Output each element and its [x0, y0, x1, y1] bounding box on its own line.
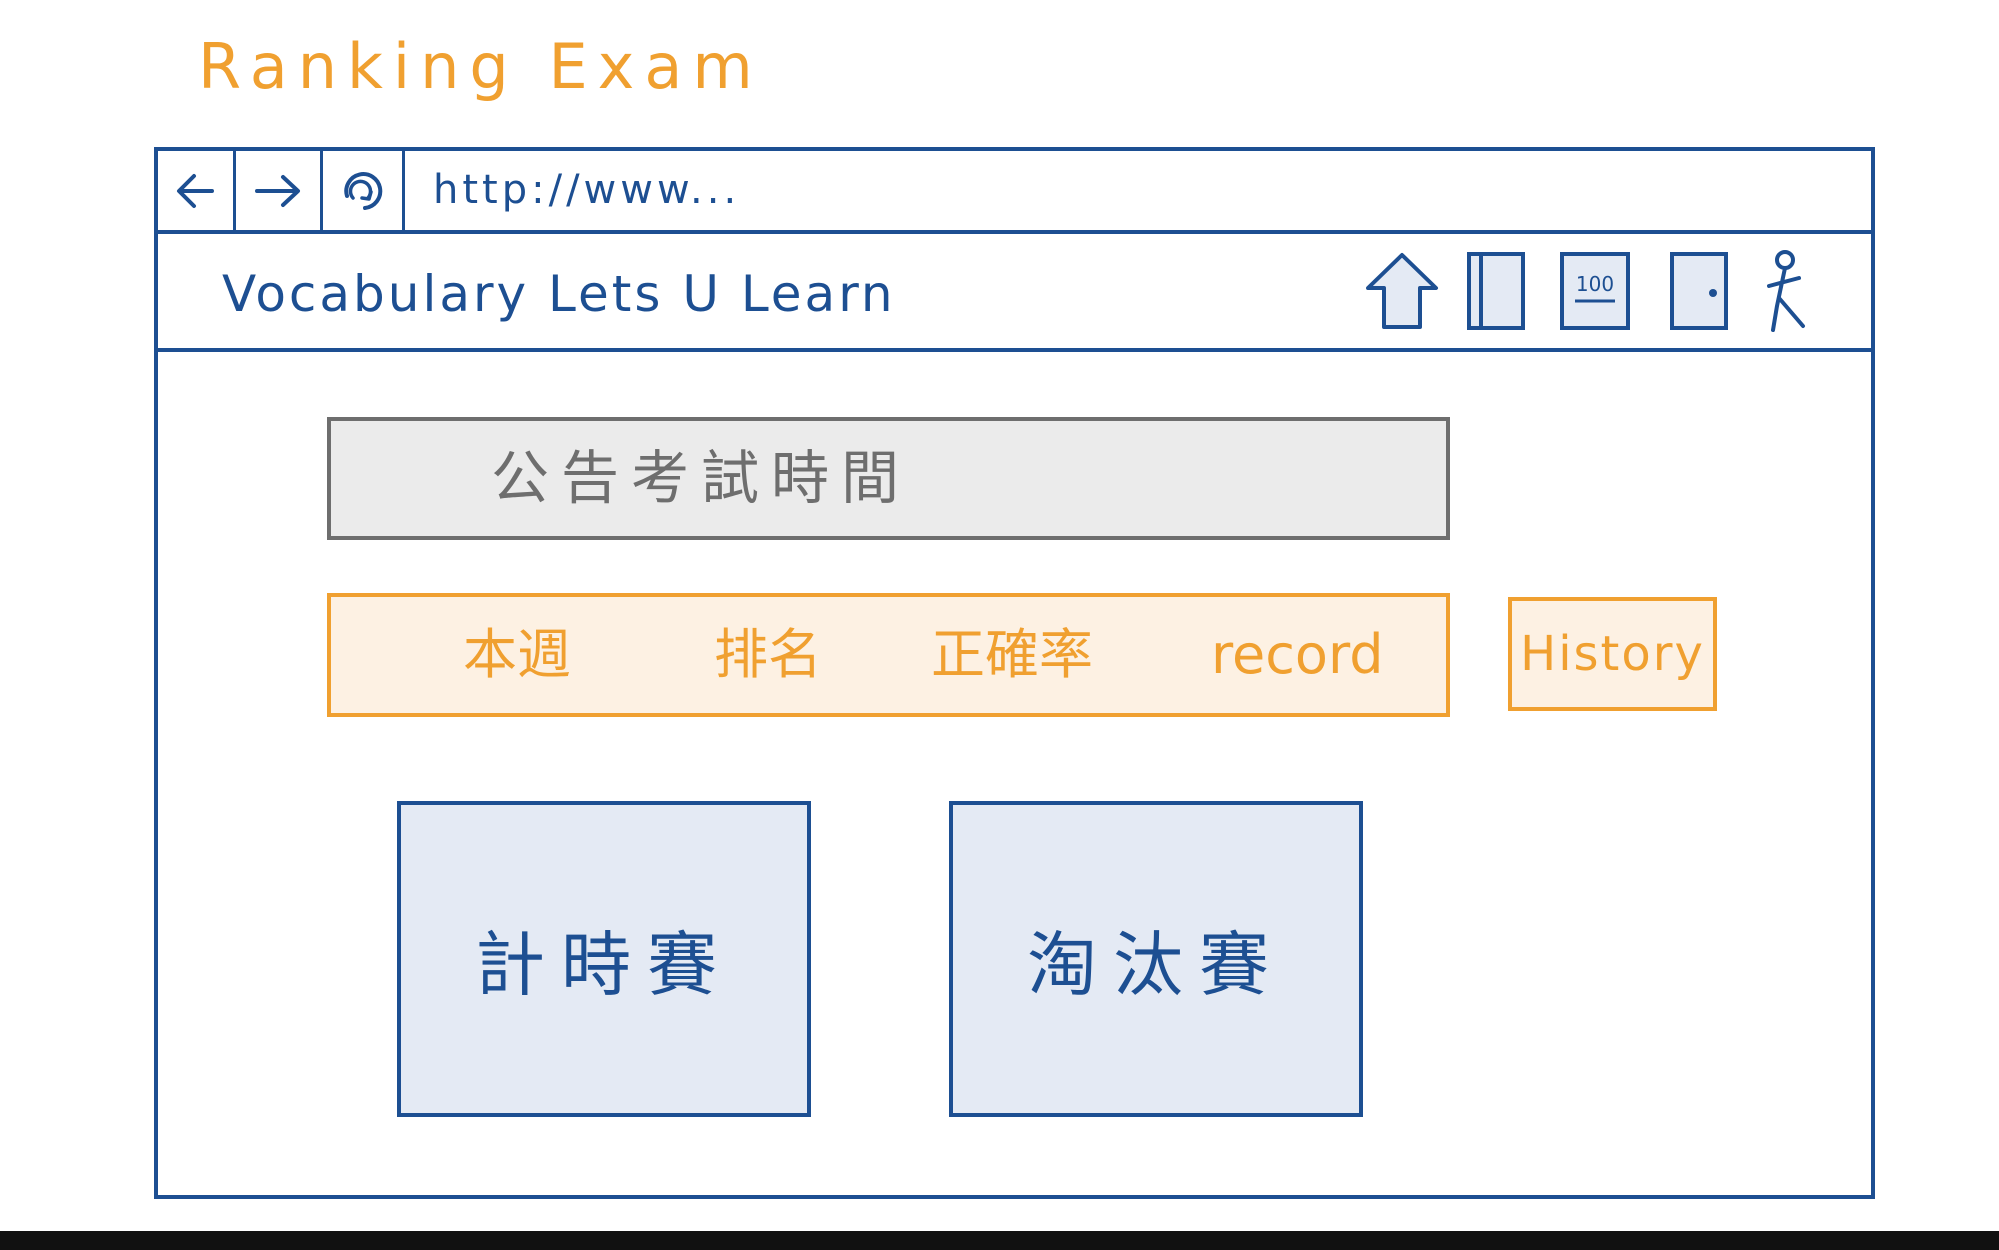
ranking-column-week: 本週 — [463, 623, 571, 686]
history-button[interactable]: History — [1508, 597, 1717, 711]
page-title: Ranking Exam — [198, 30, 763, 103]
bottom-edge — [0, 1231, 1999, 1250]
exam-time-announcement: 公告考試時間 — [327, 417, 1450, 540]
home-icon — [1366, 253, 1438, 329]
brand-name: Vocabulary Lets U Learn — [222, 265, 896, 323]
address-bar: http://www... — [158, 151, 1871, 234]
timed-match-button[interactable]: 計時賽 — [397, 801, 811, 1117]
user-icon — [1767, 250, 1805, 332]
announcement-text: 公告考試時間 — [491, 444, 912, 512]
score-icon-label: 100 — [1576, 272, 1614, 296]
score-button[interactable]: 100 — [1558, 234, 1632, 348]
door-icon — [1670, 252, 1728, 330]
logout-button[interactable] — [1668, 234, 1730, 348]
profile-button[interactable] — [1760, 234, 1810, 348]
book-button[interactable] — [1464, 234, 1528, 348]
home-button[interactable] — [1362, 234, 1442, 348]
refresh-icon — [343, 171, 382, 210]
browser-window: http://www... Vocabulary Lets U Learn 10… — [154, 147, 1875, 1199]
url-field[interactable]: http://www... — [433, 167, 741, 213]
weekly-ranking-bar[interactable]: 本週 排名 正確率 record — [327, 593, 1450, 717]
refresh-button[interactable] — [323, 151, 405, 230]
ranking-column-accuracy: 正確率 — [931, 623, 1093, 686]
arrow-right-icon — [255, 174, 300, 207]
ranking-column-record: record — [1211, 623, 1384, 686]
ranking-column-rank: 排名 — [714, 623, 822, 686]
score-icon: 100 — [1560, 252, 1630, 330]
app-header: Vocabulary Lets U Learn 100 — [158, 234, 1871, 352]
arrow-left-icon — [176, 173, 214, 208]
book-icon — [1467, 252, 1525, 330]
forward-button[interactable] — [236, 151, 323, 230]
elimination-match-button[interactable]: 淘汰賽 — [949, 801, 1363, 1117]
back-button[interactable] — [158, 151, 236, 230]
